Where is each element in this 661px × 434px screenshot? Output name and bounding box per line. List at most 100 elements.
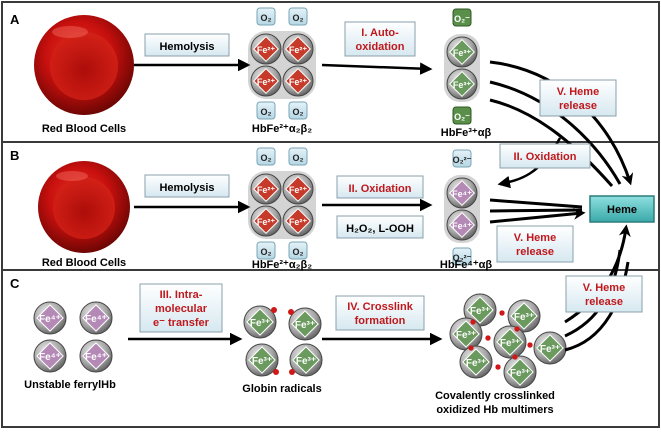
- alpha-subunit: Fe²⁺: [250, 173, 282, 205]
- crosslink-button: IV. Crosslink formation: [335, 295, 425, 331]
- transfer-line2: molecular: [155, 303, 208, 315]
- o2-label: O₂: [261, 247, 272, 257]
- crosslink-dot: [468, 345, 474, 351]
- iron-label: Fe³⁺: [500, 338, 520, 349]
- ferryl-label: Unstable ferrylHb: [24, 379, 116, 391]
- crosslinked-subunit: Fe³⁺: [449, 317, 483, 351]
- iron-label: Fe⁴⁺: [452, 221, 472, 231]
- peroxide-tag: O₂²⁻: [452, 149, 472, 168]
- panel-c-frame: [1, 269, 660, 428]
- iron-label: Fe³⁺: [540, 344, 560, 355]
- crosslink-dot: [527, 342, 533, 348]
- multimer-group: Fe³⁺Fe³⁺Fe³⁺Fe³⁺Fe³⁺Fe³⁺Fe³⁺: [449, 293, 567, 389]
- radical-dot: [288, 309, 294, 315]
- beta-subunit: Fe²⁺: [282, 173, 314, 205]
- alpha-subunit: Fe²⁺: [250, 33, 282, 65]
- alpha-subunit: Fe²⁺: [250, 65, 282, 97]
- crosslink-dot: [485, 335, 491, 341]
- o2-label: O₂: [293, 107, 304, 117]
- radical-subunit: Fe³⁺: [288, 307, 322, 341]
- hemolysis-label-b: Hemolysis: [159, 182, 214, 194]
- iron-label: Fe²⁺: [289, 45, 308, 55]
- beta-subunit: Fe²⁺: [282, 33, 314, 65]
- dimer-b: Fe⁴⁺ Fe⁴⁺ O₂²⁻ O₂²⁻: [444, 149, 480, 266]
- auto-oxidation-button: I. Auto- oxidation: [344, 21, 416, 57]
- iron-label: Fe²⁺: [257, 45, 276, 55]
- arrow-heme-b2: [489, 208, 583, 213]
- iron-label: Fe³⁺: [453, 48, 472, 58]
- crosslinked-subunit: Fe³⁺: [507, 299, 541, 333]
- heme-release-a-line1: V. Heme: [557, 86, 599, 98]
- iron-label: Fe⁴⁺: [39, 352, 61, 363]
- o2-tag: O₂: [288, 101, 308, 120]
- panel-a-letter: A: [10, 12, 20, 27]
- tetramer-label-a: HbFe²⁺α₂β₂: [252, 123, 312, 135]
- iron-label: Fe³⁺: [456, 330, 476, 341]
- back-oxidation-label: II. Oxidation: [514, 151, 577, 163]
- heme-release-c-line1: V. Heme: [583, 282, 625, 294]
- iron-label: Fe³⁺: [250, 318, 270, 329]
- oxidation-button-b: II. Oxidation: [336, 175, 424, 199]
- multimer-line2: oxidized Hb multimers: [436, 404, 553, 416]
- arrow-heme-b3: [489, 207, 586, 224]
- o2-tag: O₂: [256, 241, 276, 260]
- arrow-autooxidation: [321, 62, 433, 75]
- iron-label: Fe²⁺: [289, 217, 308, 227]
- crosslinked-subunit: Fe³⁺: [533, 331, 567, 365]
- back-oxidation-button: II. Oxidation: [499, 143, 591, 169]
- radicals-label: Globin radicals: [242, 383, 321, 395]
- iron-label: Fe⁴⁺: [85, 314, 107, 325]
- rbc-label-b: Red Blood Cells: [42, 257, 126, 269]
- ferryl-subunit: Fe⁴⁺: [33, 339, 67, 373]
- ferryl-subunit: Fe⁴⁺: [79, 301, 113, 335]
- dimer-a: Fe³⁺Fe³⁺O₂⁻O₂⁻: [444, 8, 480, 125]
- beta-subunit: Fe⁴⁺: [446, 209, 478, 241]
- crosslinked-subunit: Fe³⁺: [493, 325, 527, 359]
- heme-release-a-line2: release: [559, 100, 597, 112]
- crosslink-dot: [514, 326, 520, 332]
- alpha-subunit: Fe⁴⁺: [446, 177, 478, 209]
- panel-b-letter: B: [10, 148, 19, 163]
- iron-label: Fe³⁺: [466, 358, 486, 369]
- arrow-heme-release-c3: [564, 261, 630, 352]
- radical-dot: [273, 369, 279, 375]
- rbc-label-a: Red Blood Cells: [42, 123, 126, 135]
- panel-c-letter: C: [10, 276, 20, 291]
- oxidation-label-b: II. Oxidation: [349, 183, 412, 195]
- hemolysis-button-b: Hemolysis: [144, 174, 230, 198]
- iron-label: Fe⁴⁺: [39, 314, 61, 325]
- alpha-subunit: Fe³⁺: [446, 36, 478, 68]
- o2-tag: O₂: [288, 241, 308, 260]
- crosslink-dot: [470, 319, 476, 325]
- o2-label: O₂²⁻: [453, 155, 472, 165]
- o2-tag: O₂: [288, 7, 308, 26]
- tetramer-label-b: HbFe²⁺α₂β₂: [252, 259, 312, 271]
- dimer-label-b: HbFe⁴⁺αβ: [440, 259, 493, 271]
- o2-tag: O₂: [256, 7, 276, 26]
- heme-box: Heme: [589, 195, 655, 223]
- superoxide-tag: O₂⁻: [452, 8, 472, 27]
- iron-label: Fe³⁺: [470, 306, 490, 317]
- hemolysis-label-a: Hemolysis: [159, 41, 214, 53]
- iron-label: Fe³⁺: [296, 356, 316, 367]
- o2-label: O₂⁻: [454, 112, 470, 122]
- iron-label: Fe⁴⁺: [452, 189, 472, 199]
- beta-subunit: Fe²⁺: [282, 205, 314, 237]
- transfer-line1: III. Intra-: [160, 289, 203, 301]
- iron-label: Fe²⁺: [289, 77, 308, 87]
- o2-label: O₂⁻: [454, 14, 470, 24]
- o2-label: O₂²⁻: [453, 253, 472, 263]
- crosslinked-subunit: Fe³⁺: [459, 345, 493, 379]
- iron-label: Fe²⁺: [257, 77, 276, 87]
- iron-label: Fe²⁺: [257, 185, 276, 195]
- o2-tag: O₂: [288, 147, 308, 166]
- o2-label: O₂: [293, 247, 304, 257]
- heme-release-b-line2: release: [516, 246, 554, 258]
- crosslink-dot: [512, 354, 518, 360]
- rbc-b: [38, 161, 130, 253]
- superoxide-tag: O₂⁻: [452, 106, 472, 125]
- radical-dot: [271, 307, 277, 313]
